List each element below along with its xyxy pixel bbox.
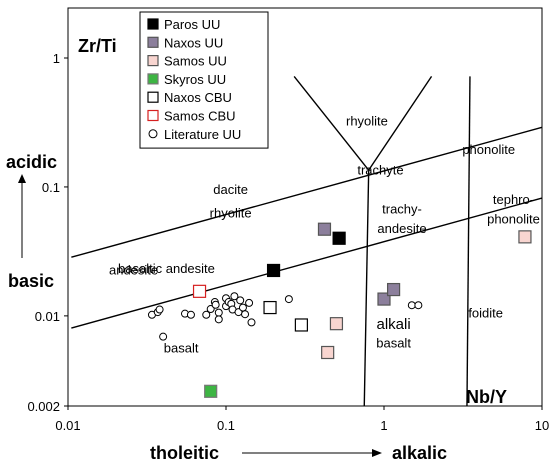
alkalic-label: alkalic: [392, 443, 447, 463]
legend-label: Skyros UU: [164, 72, 226, 87]
x-tick-label: 0.1: [217, 418, 235, 433]
y-axis-label: Zr/Ti: [78, 36, 117, 56]
legend-marker: [147, 54, 159, 67]
field-label: foidite: [468, 306, 503, 321]
legend: Paros UU Naxos UU Samos UU Skyros UU Naxos C…: [139, 11, 269, 149]
data-point: [414, 301, 423, 310]
legend-marker: [147, 73, 159, 85]
x-tick-label: 1: [380, 418, 387, 433]
field-label: trachyte: [357, 162, 403, 177]
plot-border: [67, 7, 543, 407]
tholeitic-label: tholeitic: [150, 443, 219, 463]
tholeitic-alkalic-arrow: [242, 449, 382, 457]
field-label: phonolite: [462, 142, 515, 157]
y-tick-label: 0.01: [35, 309, 60, 324]
data-point: [236, 296, 245, 305]
acidic-label: acidic: [6, 152, 57, 172]
data-point: [159, 332, 168, 341]
field-boundary-line: [293, 75, 370, 171]
legend-label: Paros UU: [164, 17, 220, 32]
data-points: [147, 222, 532, 398]
data-point: [230, 292, 239, 301]
field-label: phonolite: [487, 212, 540, 227]
legend-marker: [147, 91, 159, 103]
x-tick-label: 0.01: [55, 418, 80, 433]
data-point: [263, 300, 277, 315]
acidic-basic-arrow: [18, 174, 26, 258]
plot-frame-layer: 0.01 0.1 1 10 0.002 0.01 0.1 1: [27, 7, 549, 433]
legend-label: Naxos CBU: [164, 90, 232, 105]
data-point: [206, 305, 215, 314]
axis-labels: Zr/Ti Nb/Y acidic basic tholeitic alkali…: [6, 36, 507, 463]
field-boundary-line: [71, 197, 543, 329]
data-point: [294, 318, 308, 332]
field-boundary-line: [363, 170, 370, 407]
field-label: basalt: [164, 340, 199, 355]
data-point: [386, 282, 401, 297]
legend-label: Samos UU: [164, 54, 227, 69]
data-point: [247, 318, 256, 327]
legend-marker: [147, 36, 159, 48]
field-label: rhyolite: [346, 113, 388, 128]
field-label: trachy-: [382, 202, 422, 217]
data-point: [204, 384, 218, 398]
data-point: [245, 298, 254, 307]
data-point: [241, 310, 250, 319]
y-tick-label: 0.002: [27, 399, 60, 414]
field-label: basalt: [376, 335, 411, 350]
data-point: [317, 222, 332, 236]
y-tick-label: 1: [53, 51, 60, 66]
data-point: [211, 300, 220, 309]
y-tick-label: 0.1: [42, 180, 60, 195]
data-point: [284, 295, 293, 304]
legend-marker: [148, 129, 158, 139]
data-point: [332, 231, 346, 245]
field-label: andesite: [377, 221, 426, 236]
data-point: [266, 263, 281, 278]
data-point: [214, 308, 223, 317]
field-boundary-line: [71, 126, 543, 258]
data-point: [329, 317, 344, 331]
legend-box: [139, 11, 269, 149]
legend-label: Samos CBU: [164, 109, 236, 124]
field-label: dacite: [213, 182, 248, 197]
data-point: [214, 315, 223, 324]
field-boundary-line: [466, 76, 471, 407]
data-point: [321, 345, 335, 360]
x-axis-label: Nb/Y: [466, 387, 507, 407]
data-point: [186, 310, 195, 319]
field-label: basaltic andesite: [118, 261, 215, 276]
field-boundary-line: [368, 76, 433, 171]
legend-label: Naxos UU: [164, 35, 223, 50]
field-label: rhyolite: [210, 205, 252, 220]
field-label: andesite: [109, 262, 158, 277]
data-point: [155, 305, 164, 314]
data-point: [518, 230, 532, 244]
data-point: [202, 310, 211, 319]
field-label: tephro-: [493, 192, 534, 207]
legend-label: Literature UU: [164, 127, 241, 142]
field-label: alkali: [376, 316, 410, 333]
legend-marker: [147, 109, 159, 122]
x-tick-label: 10: [535, 418, 549, 433]
field-boundaries: [71, 75, 543, 407]
data-point: [192, 284, 207, 298]
basic-label: basic: [8, 271, 54, 291]
data-point: [407, 301, 416, 310]
legend-marker: [147, 18, 159, 30]
field-labels: rhyolite phonolite trachyte dacite rhyolite t…: [109, 113, 540, 355]
data-point: [238, 303, 247, 312]
